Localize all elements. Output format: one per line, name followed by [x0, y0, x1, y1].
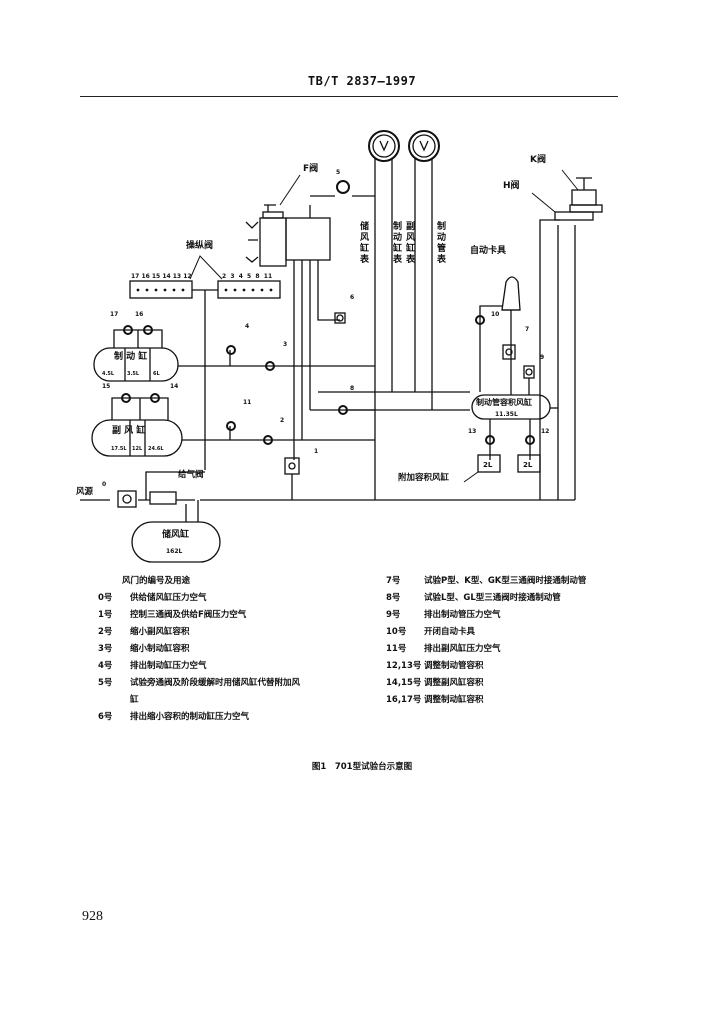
reservoir-gauge-label: 储风缸表 [360, 222, 370, 265]
valve-0 [117, 490, 137, 508]
gauge-right [408, 130, 440, 162]
valve-17-number: 17 [110, 311, 119, 318]
valve-10 [475, 315, 485, 325]
valve-6-number: 6 [350, 294, 355, 301]
gauge-left [368, 130, 400, 162]
legend-item: 11号排出副风缸压力空气 [386, 644, 501, 654]
valve-4-number: 4 [245, 323, 250, 330]
legend-item: 4号排出制动缸压力空气 [98, 661, 207, 671]
auto-clamp-label: 自动卡具 [470, 246, 507, 256]
valve-7 [502, 344, 516, 360]
aux-reservoir-label: 副 风 缸 [112, 426, 146, 436]
valve-8-number: 8 [350, 385, 355, 392]
brake-cylinder-vol-2: 3.5L [127, 371, 140, 377]
legend-item: 缸 [130, 695, 139, 705]
page-number: 928 [82, 909, 103, 924]
extra-reservoir-a [477, 454, 501, 473]
air-source-label: 风源 [76, 487, 94, 497]
legend-item: 8号试验L型、GL型三通阀时接通制动管 [386, 593, 561, 603]
legend-item: 14,15号调整副风缸容积 [386, 678, 484, 688]
brake-cylinder-label: 制 动 缸 [114, 352, 148, 362]
legend-item: 3号缩小制动缸容积 [98, 644, 190, 654]
valve-15-number: 15 [102, 383, 111, 390]
legend-item: 10号开闭自动卡具 [386, 627, 476, 637]
legend-item: 16,17号调整制动缸容积 [386, 695, 484, 705]
brake-cylinder [93, 325, 179, 382]
extra-reservoir-label: 附加容积风缸 [398, 473, 450, 483]
k-valve-label: K阀 [530, 155, 546, 165]
extra-reservoir-b-volume: 2L [523, 461, 533, 469]
main-reservoir-volume: 162L [166, 548, 183, 555]
aux-reservoir-vol-3: 24.6L [148, 446, 164, 452]
valve-12-number: 12 [541, 428, 550, 435]
standard-code-header: TB/T 2837—1997 [307, 74, 417, 88]
valve-3 [265, 361, 275, 371]
figure-caption: 图1 701型试验台示意图 [311, 762, 413, 772]
legend-item: 1号控制三通阀及供给F阀压力空气 [98, 610, 247, 620]
main-reservoir-label: 储风缸 [162, 530, 190, 540]
legend-item: 12,13号调整制动管容积 [386, 661, 484, 671]
aux-reservoir-vol-1: 17.5L [111, 446, 127, 452]
control-right-numbers: 2 3 4 5 8 11 [222, 273, 273, 280]
valve-14-number: 14 [170, 383, 179, 390]
valve-11-number: 11 [243, 399, 252, 406]
aux-reservoir [91, 393, 183, 457]
valve-2 [263, 435, 273, 445]
legend-item: 2号缩小副风缸容积 [98, 627, 190, 637]
h-valve-label: H阀 [503, 181, 520, 191]
brake-cylinder-vol-1: 4.5L [102, 371, 115, 377]
valve-10-number: 10 [491, 311, 500, 318]
legend-item: 7号试验P型、K型、GK型三通阀时接通制动管 [386, 576, 587, 586]
extra-reservoir-b [517, 454, 541, 473]
valve-4 [226, 345, 236, 355]
control-left-numbers: 17 16 15 14 13 12 [131, 273, 192, 280]
brake-pipe-reservoir-volume: 11.35L [495, 411, 518, 418]
legend-item: 9号排出制动管压力空气 [386, 610, 501, 620]
valve-9-number: 9 [540, 354, 545, 361]
supply-valve-label: 给气阀 [178, 470, 204, 480]
legend-item: 6号排出缩小容积的制动缸压力空气 [98, 712, 250, 722]
valve-1-number: 1 [314, 448, 319, 455]
valve-1 [284, 457, 300, 475]
aux-reservoir-gauge-label: 副风缸表 [406, 222, 416, 265]
valve-3-number: 3 [283, 341, 288, 348]
legend-item: 0号供给储风缸压力空气 [98, 593, 207, 603]
legend-title: 风门的编号及用途 [122, 576, 191, 586]
valve-5 [336, 180, 350, 194]
main-reservoir [131, 521, 221, 563]
valve-6 [334, 312, 346, 324]
valve-12 [525, 435, 535, 445]
valve-2-number: 2 [280, 417, 285, 424]
valve-0-number: 0 [102, 481, 107, 488]
aux-reservoir-vol-2: 12L [132, 446, 143, 452]
header-rule [80, 96, 618, 97]
f-valve-label: F阀 [303, 164, 319, 174]
brake-pipe-reservoir [471, 394, 551, 420]
legend-item: 5号试验旁通阀及阶段缓解时用储风缸代替附加风 [98, 678, 301, 688]
valve-5-number: 5 [336, 169, 341, 176]
control-valve-label: 操纵阀 [186, 241, 214, 251]
valve-13 [485, 435, 495, 445]
valve-11 [226, 421, 236, 431]
brake-cylinder-gauge-label: 制动缸表 [393, 222, 403, 265]
legend-left: 风门的编号及用途 0号供给储风缸压力空气 1号控制三通阀及供给F阀压力空气 2号… [98, 573, 300, 726]
brake-pipe-gauge-label: 制动管表 [437, 222, 447, 265]
valve-13-number: 13 [468, 428, 477, 435]
brake-cylinder-vol-3: 6L [153, 371, 160, 377]
auto-clamp [501, 276, 521, 311]
brake-pipe-reservoir-label: 制动管容积风缸 [476, 398, 532, 407]
valve-7-number: 7 [525, 326, 530, 333]
valve-16-number: 16 [135, 311, 144, 318]
extra-reservoir-a-volume: 2L [483, 461, 493, 469]
legend-right: 7号试验P型、K型、GK型三通阀时接通制动管 8号试验L型、GL型三通阀时接通制… [386, 573, 586, 709]
f-valve [245, 204, 331, 267]
supply-valve [149, 491, 177, 505]
